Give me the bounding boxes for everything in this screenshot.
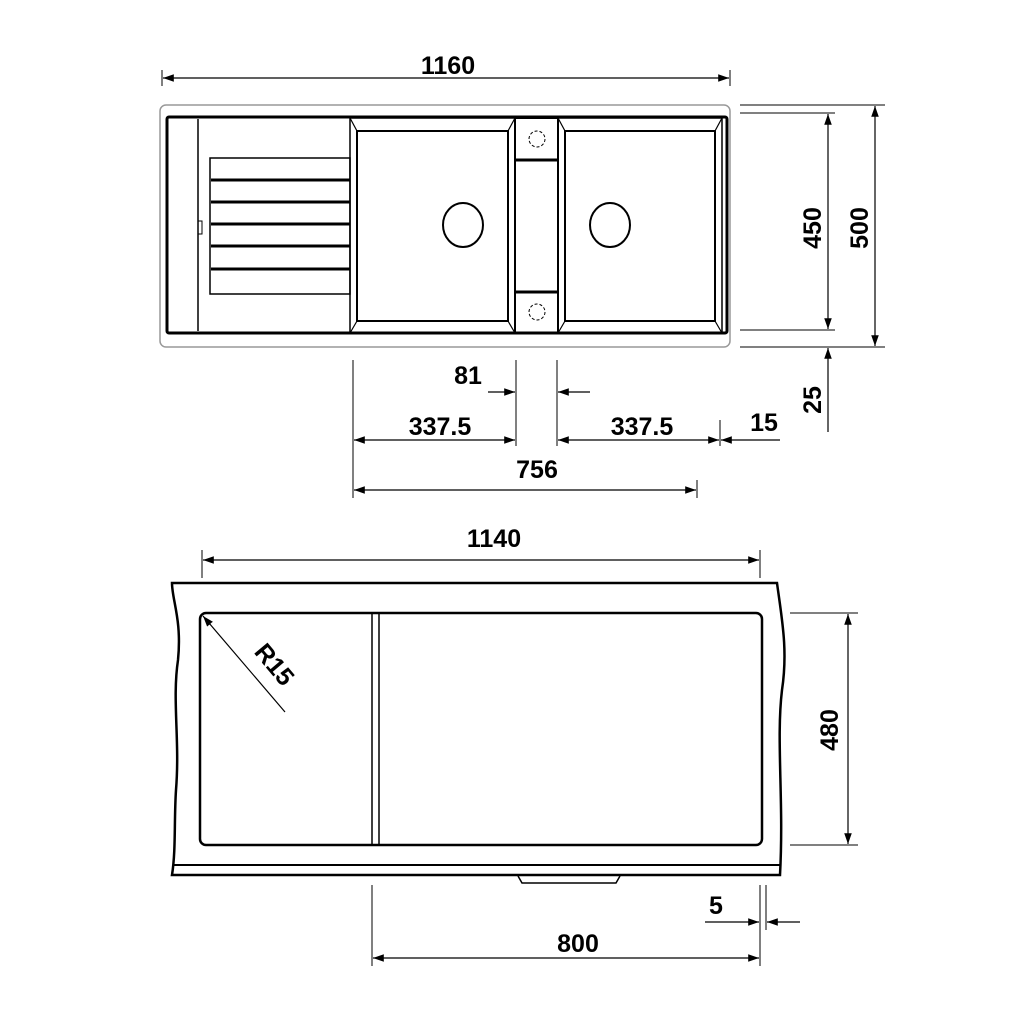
dim-right-bowl-width: 337.5 <box>611 413 674 441</box>
dim-overall-depth: 500 <box>846 207 874 249</box>
dim-center-divider: 81 <box>454 362 482 390</box>
dim-bowls-total-width: 756 <box>516 456 558 484</box>
drainer-ribs <box>209 157 351 295</box>
center-divider <box>514 117 559 334</box>
cutout-opening <box>198 611 764 847</box>
dim-bowl-depth: 450 <box>799 207 827 249</box>
dim-cutout-depth: 480 <box>816 709 844 751</box>
top-view: 1160 <box>159 52 885 498</box>
handle <box>517 875 621 884</box>
dim-corner-radius: R15 <box>249 638 300 691</box>
dim-right-edge-offset: 15 <box>750 409 778 437</box>
dim-cabinet-width: 800 <box>557 930 599 958</box>
countertop-outline <box>170 581 786 877</box>
dim-left-bowl-width: 337.5 <box>409 413 472 441</box>
tap-hole-icon <box>528 303 546 321</box>
dim-rear-offset: 25 <box>799 386 827 414</box>
left-bowl <box>349 117 516 334</box>
dim-cutout-overall-width: 1140 <box>467 525 521 553</box>
cutout-view: 1140 R15 480 5 800 <box>170 525 858 966</box>
dim-edge-offset: 5 <box>709 892 723 920</box>
right-bowl <box>557 117 723 334</box>
drain-hole-icon <box>589 202 631 248</box>
dim-overall-width: 1160 <box>421 52 475 80</box>
sink-outline <box>159 104 731 348</box>
drain-hole-icon <box>442 202 484 248</box>
tap-hole-icon <box>528 130 546 148</box>
